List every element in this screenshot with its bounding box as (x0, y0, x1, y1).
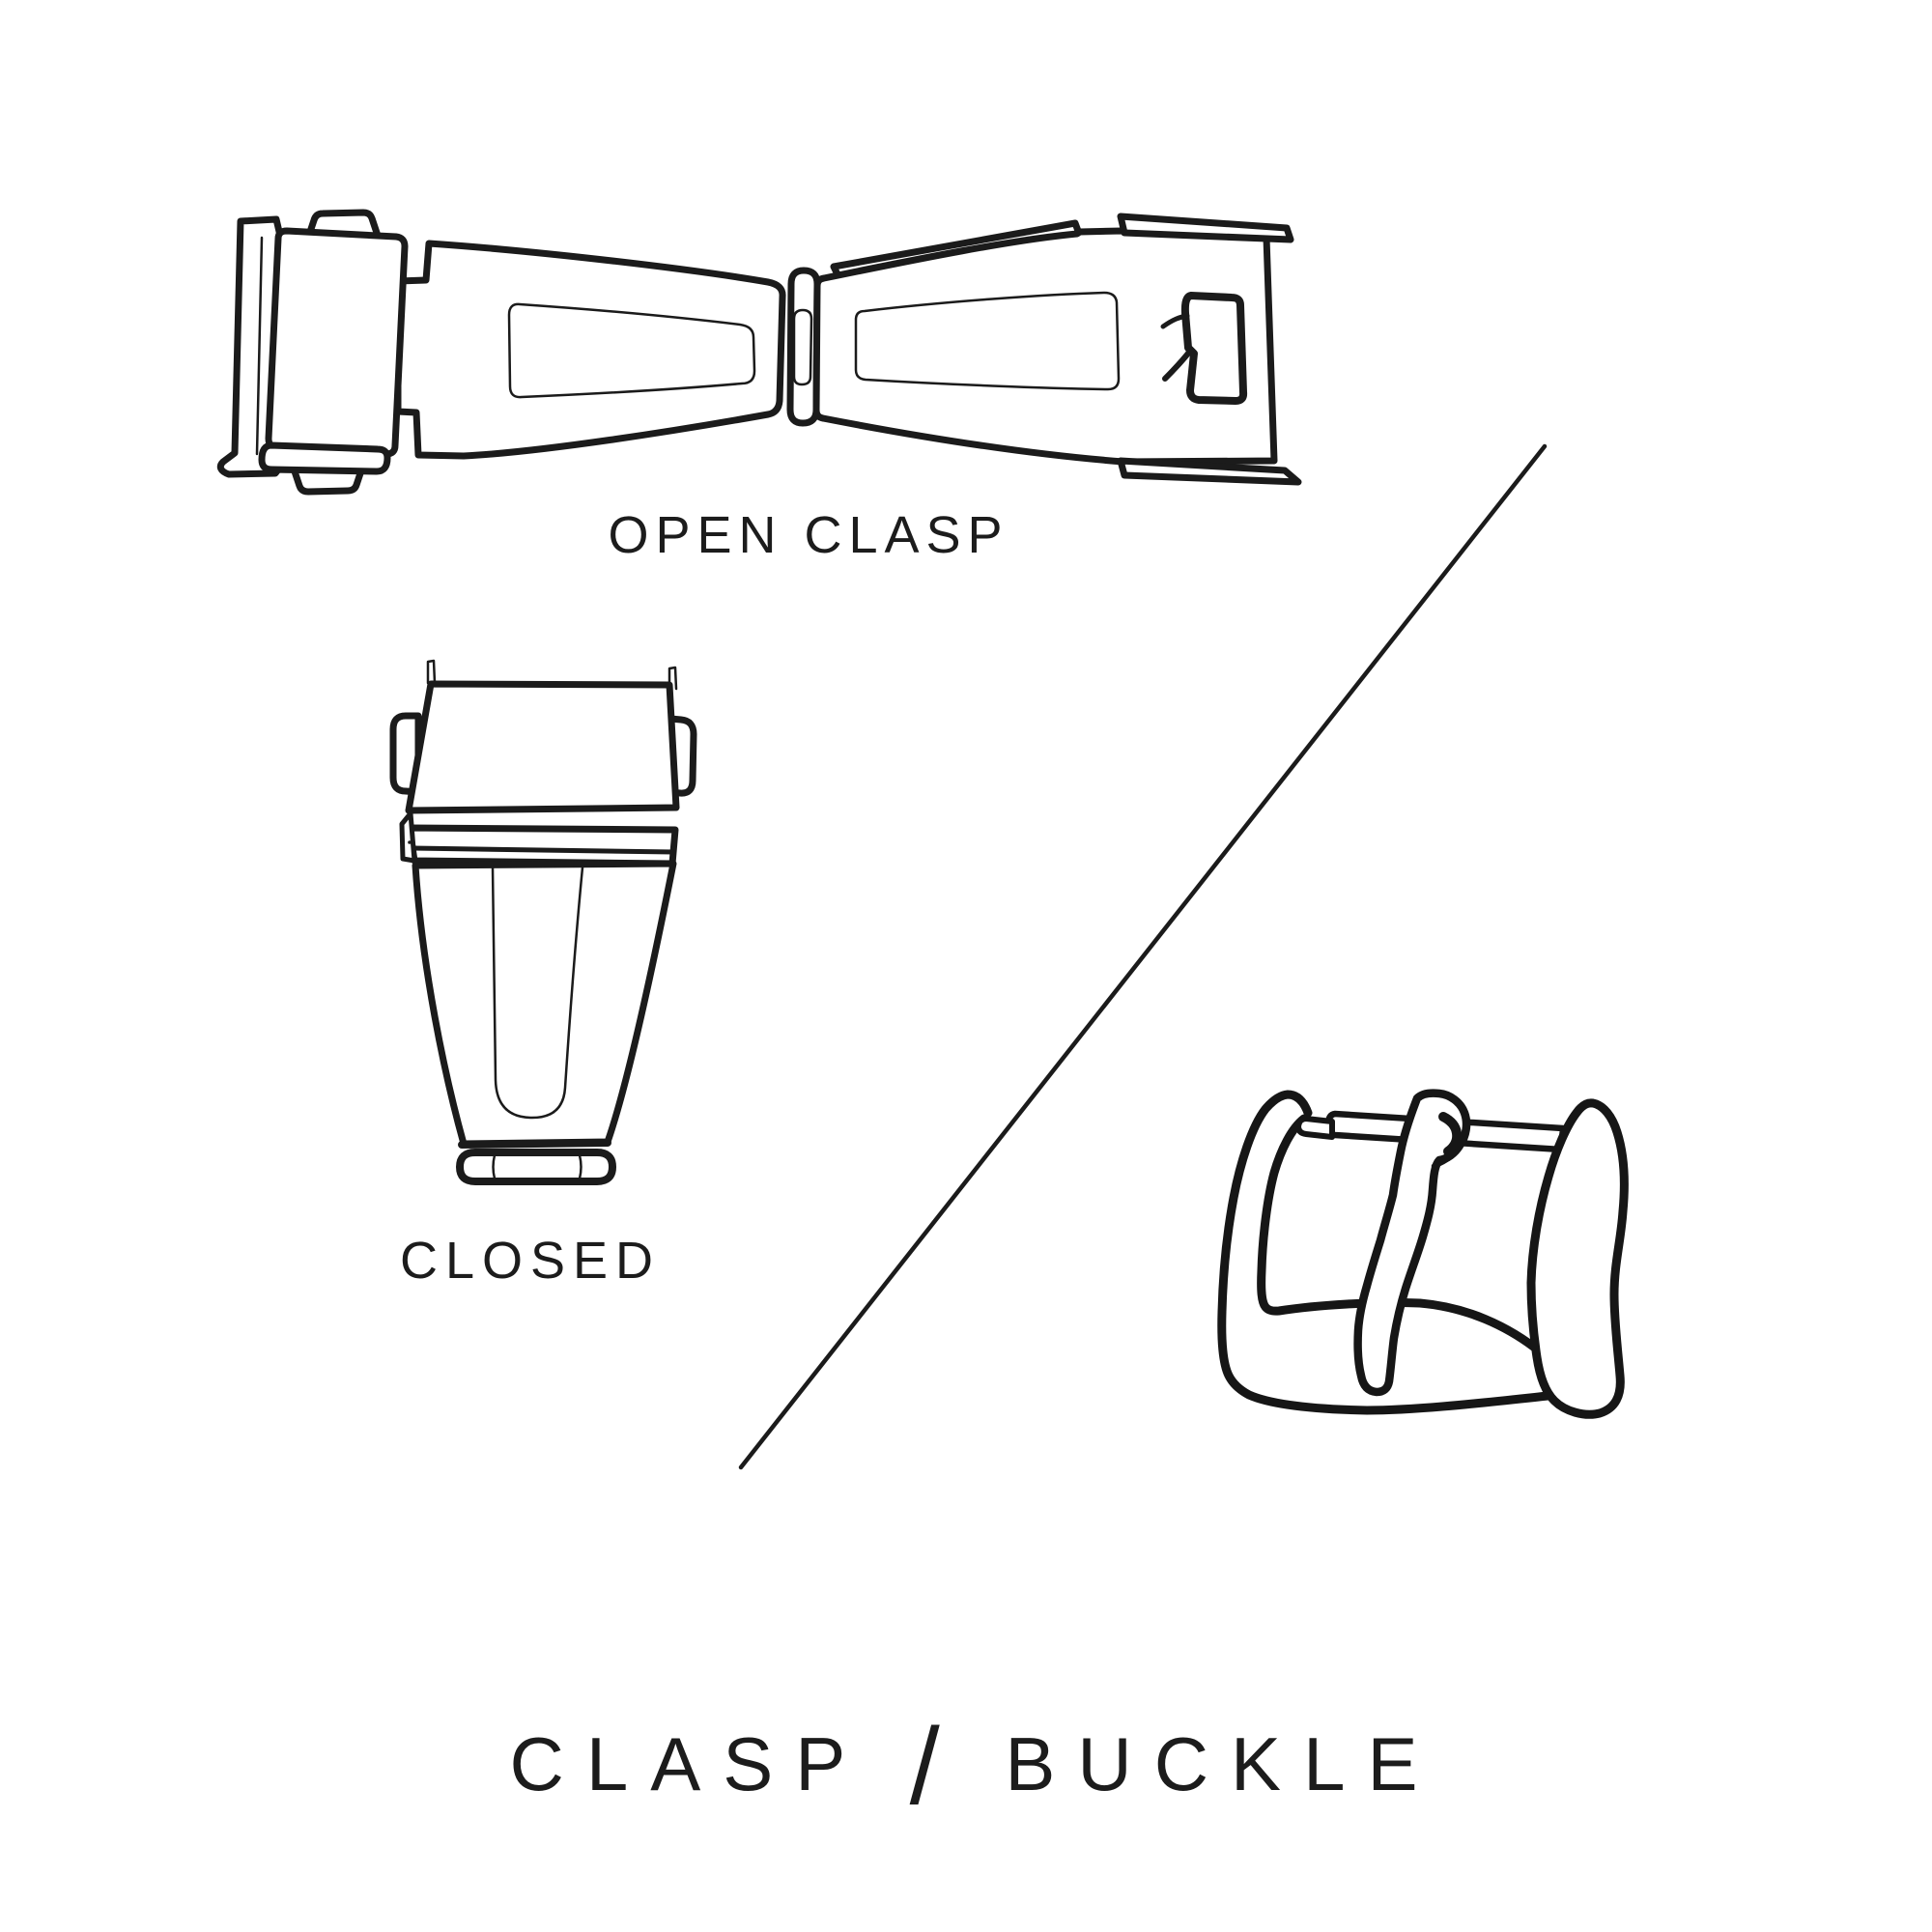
svg-text:CLASP / BUCKLE: CLASP / BUCKLE (510, 1706, 1440, 1827)
svg-text:OPEN CLASP: OPEN CLASP (608, 506, 1009, 564)
svg-text:CLOSED: CLOSED (400, 1232, 661, 1290)
